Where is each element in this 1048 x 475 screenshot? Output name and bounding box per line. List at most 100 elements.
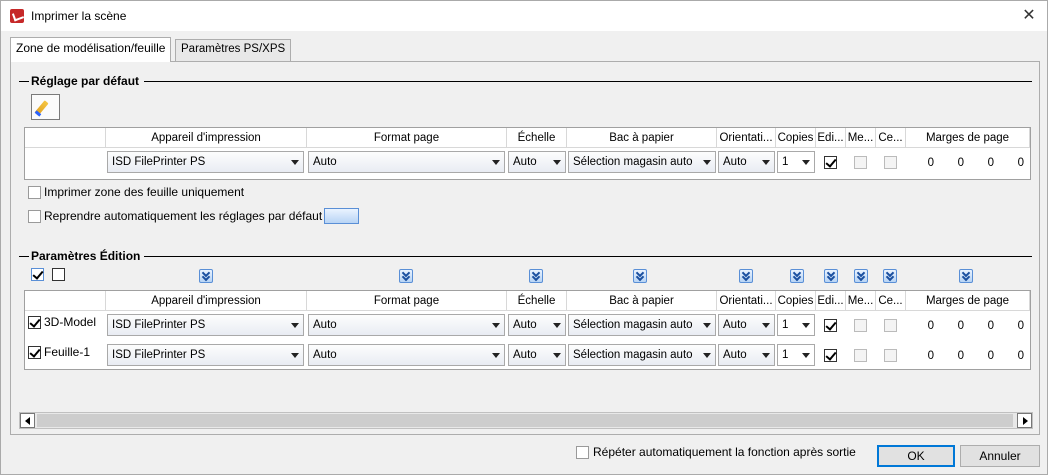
page-format-select[interactable]: Auto: [308, 344, 505, 366]
tab-panel: [10, 61, 1040, 435]
title-bar: Imprimer la scène ✕: [1, 1, 1047, 31]
scale-column-menu-icon[interactable]: [529, 269, 543, 283]
chevron-down-icon: [802, 353, 810, 358]
scale-value: Auto: [513, 319, 537, 331]
margin-value[interactable]: 0: [1017, 157, 1024, 169]
device-select[interactable]: ISD FilePrinter PS: [107, 151, 304, 173]
margin-value[interactable]: 0: [927, 320, 934, 332]
orientation-select[interactable]: Auto: [718, 151, 775, 173]
header-tray: Bac à papier: [567, 128, 717, 148]
edit-checkbox[interactable]: [824, 349, 837, 362]
scale-select[interactable]: Auto: [508, 344, 566, 366]
edit-default-button[interactable]: [31, 94, 60, 120]
ok-button[interactable]: OK: [877, 445, 955, 467]
page-format-value: Auto: [313, 156, 337, 168]
copies-select[interactable]: 1: [777, 344, 815, 366]
header-edit: Edi...: [816, 128, 846, 148]
scale-select[interactable]: Auto: [508, 151, 566, 173]
margin-value[interactable]: 0: [927, 350, 934, 362]
margin-value[interactable]: 0: [957, 157, 964, 169]
page-format-select[interactable]: Auto: [308, 314, 505, 336]
header-orientation: Orientati...: [717, 128, 776, 148]
select-none-checkbox[interactable]: [52, 268, 65, 281]
default-settings-title: Réglage par défaut: [31, 74, 140, 88]
row-checkbox[interactable]: [28, 316, 41, 329]
page-format-select[interactable]: Auto: [308, 151, 505, 173]
tab-ps-xps[interactable]: Paramètres PS/XPS: [175, 39, 292, 61]
orientation-select[interactable]: Auto: [718, 314, 775, 336]
scroll-right-icon[interactable]: [1017, 413, 1032, 428]
header-empty: [25, 128, 106, 148]
edit-checkbox[interactable]: [824, 319, 837, 332]
close-button[interactable]: ✕: [1022, 7, 1036, 24]
orientation-column-menu-icon[interactable]: [739, 269, 753, 283]
header-me: Me...: [846, 291, 876, 311]
header-empty: [25, 291, 106, 311]
device-value: ISD FilePrinter PS: [112, 349, 206, 361]
group-rule: [19, 256, 29, 257]
apply-defaults-options-button[interactable]: [324, 208, 359, 224]
header-ce: Ce...: [876, 128, 906, 148]
tray-value: Sélection magasin auto: [573, 349, 693, 361]
header-tray: Bac à papier: [567, 291, 717, 311]
row-checkbox[interactable]: [28, 346, 41, 359]
scale-select[interactable]: Auto: [508, 314, 566, 336]
copies-column-menu-icon[interactable]: [790, 269, 804, 283]
ce-checkbox: [884, 156, 897, 169]
tab-modeling-sheet[interactable]: Zone de modélisation/feuille: [10, 37, 172, 62]
me-column-menu-icon[interactable]: [854, 269, 868, 283]
copies-select[interactable]: 1: [777, 151, 815, 173]
cancel-button[interactable]: Annuler: [960, 445, 1040, 467]
chevron-down-icon: [703, 353, 711, 358]
horizontal-scrollbar[interactable]: [19, 412, 1033, 429]
scale-value: Auto: [513, 156, 537, 168]
page-format-value: Auto: [313, 349, 337, 361]
tray-column-menu-icon[interactable]: [633, 269, 647, 283]
margin-value[interactable]: 0: [987, 350, 994, 362]
device-column-menu-icon[interactable]: [199, 269, 213, 283]
ce-checkbox: [884, 319, 897, 332]
me-checkbox: [854, 319, 867, 332]
header-edit: Edi...: [816, 291, 846, 311]
device-value: ISD FilePrinter PS: [112, 319, 206, 331]
copies-select[interactable]: 1: [777, 314, 815, 336]
device-select[interactable]: ISD FilePrinter PS: [107, 314, 304, 336]
row-name: 3D-Model: [44, 315, 97, 329]
scroll-thumb[interactable]: [37, 414, 1013, 427]
select-all-checkbox[interactable]: [31, 268, 44, 281]
apply-defaults-label: Reprendre automatiquement les réglages p…: [44, 209, 323, 223]
tray-value: Sélection magasin auto: [573, 156, 693, 168]
edit-checkbox[interactable]: [824, 156, 837, 169]
apply-defaults-checkbox[interactable]: [28, 210, 41, 223]
margin-value[interactable]: 0: [987, 157, 994, 169]
repeat-checkbox[interactable]: [576, 446, 589, 459]
sheet-only-checkbox[interactable]: [28, 186, 41, 199]
format-column-menu-icon[interactable]: [399, 269, 413, 283]
header-me: Me...: [846, 128, 876, 148]
header-device: Appareil d'impression: [106, 128, 307, 148]
ce-checkbox: [884, 349, 897, 362]
margin-value[interactable]: 0: [957, 350, 964, 362]
chevron-down-icon: [762, 323, 770, 328]
tray-select[interactable]: Sélection magasin auto: [568, 151, 716, 173]
ce-column-menu-icon[interactable]: [883, 269, 897, 283]
margin-value[interactable]: 0: [1017, 320, 1024, 332]
margins-column-menu-icon[interactable]: [959, 269, 973, 283]
tray-select[interactable]: Sélection magasin auto: [568, 314, 716, 336]
scroll-left-icon[interactable]: [20, 413, 35, 428]
copies-value: 1: [782, 156, 789, 168]
chevron-down-icon: [762, 160, 770, 165]
sheet-only-label: Imprimer zone des feuille uniquement: [44, 185, 245, 199]
chevron-down-icon: [291, 353, 299, 358]
margin-value[interactable]: 0: [927, 157, 934, 169]
tray-select[interactable]: Sélection magasin auto: [568, 344, 716, 366]
copies-value: 1: [782, 349, 789, 361]
device-select[interactable]: ISD FilePrinter PS: [107, 344, 304, 366]
orientation-select[interactable]: Auto: [718, 344, 775, 366]
margin-value[interactable]: 0: [957, 320, 964, 332]
orientation-value: Auto: [723, 349, 747, 361]
margin-value[interactable]: 0: [987, 320, 994, 332]
margin-value[interactable]: 0: [1017, 350, 1024, 362]
edit-column-menu-icon[interactable]: [824, 269, 838, 283]
chevron-down-icon: [802, 160, 810, 165]
